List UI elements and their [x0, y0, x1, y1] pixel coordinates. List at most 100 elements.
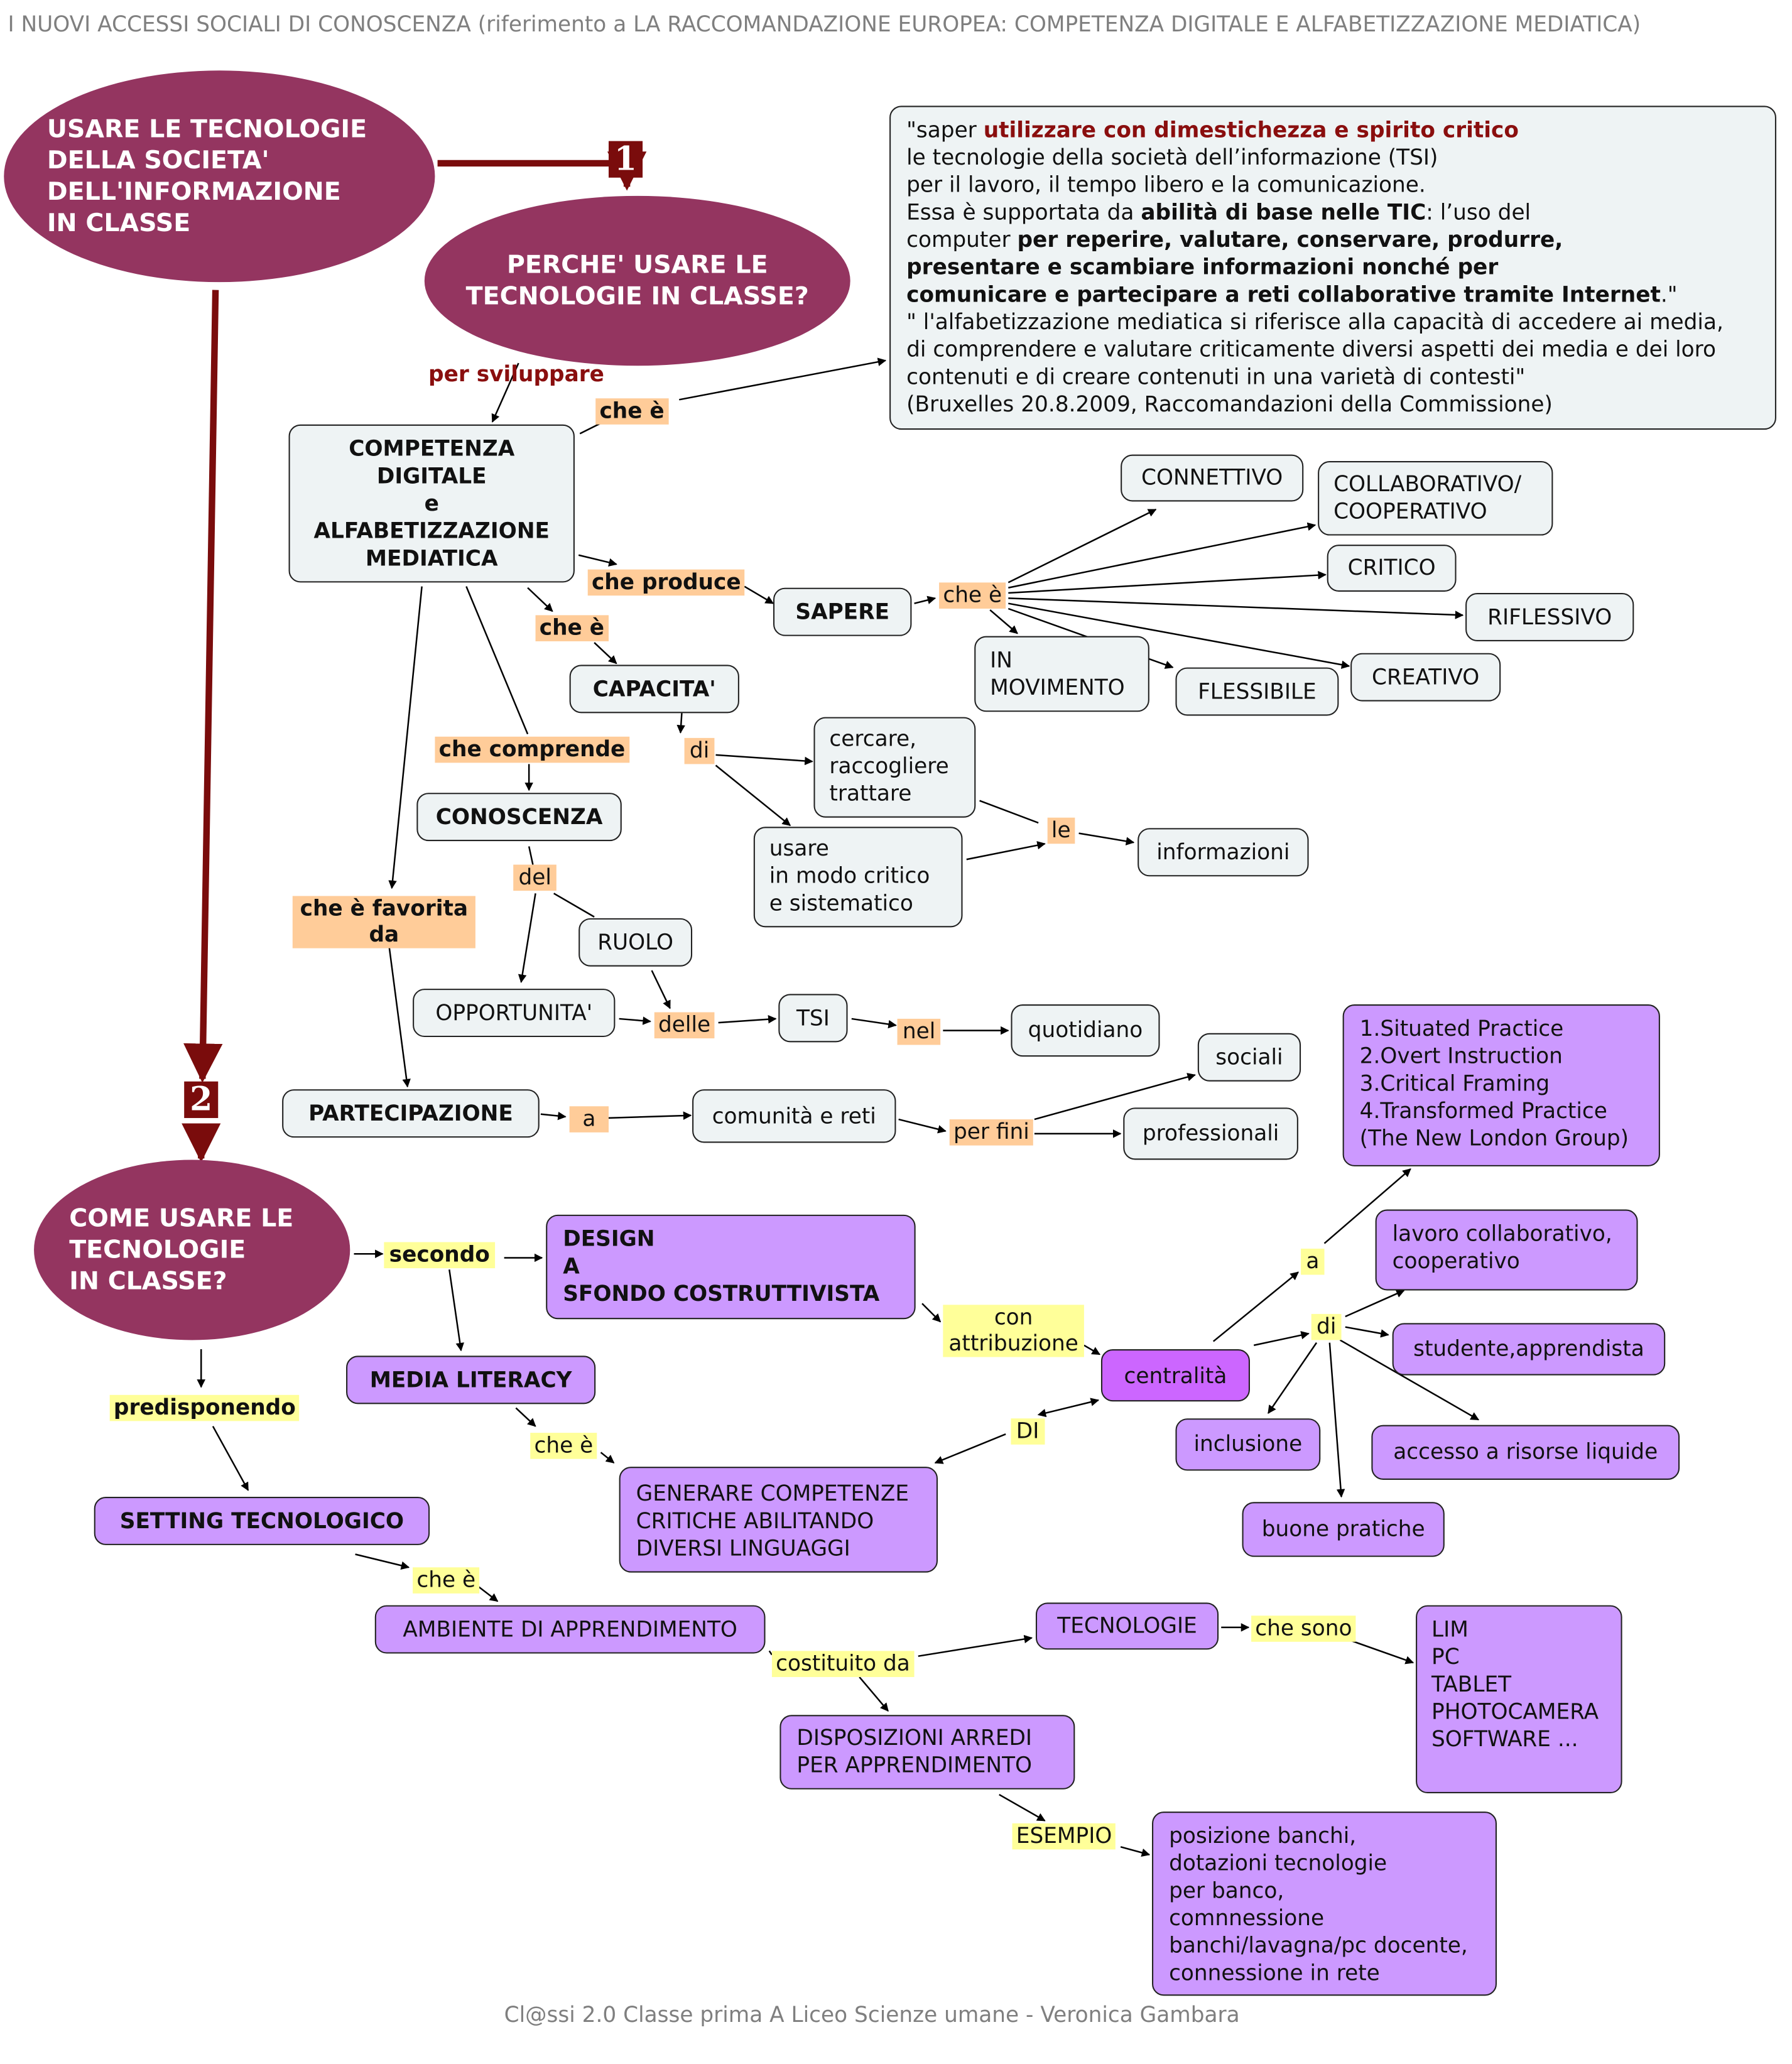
node-lim-pc-tablet[interactable]: LIM PC TABLET PHOTOCAMERA SOFTWARE ... [1416, 1605, 1622, 1794]
page-header: I NUOVI ACCESSI SOCIALI DI CONOSCENZA (r… [8, 11, 1641, 37]
node-studente-apprendista[interactable]: studente,apprendista [1392, 1323, 1666, 1376]
link-to-riflessivo [1008, 597, 1464, 619]
node-comunita-reti[interactable]: comunità e reti [692, 1089, 896, 1143]
link-opportunita-delle [619, 1016, 651, 1025]
link-esempio-posizione [1120, 1846, 1151, 1857]
link-del-ruolo [553, 893, 595, 918]
node-ruolo[interactable]: RUOLO [578, 918, 693, 967]
node-quotidiano[interactable]: quotidiano [1011, 1004, 1160, 1057]
label-con-attribuzione: con attribuzione [943, 1305, 1084, 1357]
link-predisponendo-setting [212, 1426, 249, 1491]
link-tsi-nel [851, 1018, 897, 1029]
node-buone-pratiche[interactable]: buone pratiche [1242, 1502, 1445, 1557]
node-opportunita[interactable]: OPPORTUNITA' [413, 989, 616, 1038]
link-che-e-capacita [594, 642, 617, 665]
quote-part-4: ." " l'alfabetizzazione mediatica si rif… [906, 282, 1724, 417]
label-a-centralita: a [1301, 1248, 1325, 1275]
link-competenza-che-e [579, 422, 602, 435]
why-question-ellipse[interactable]: PERCHE' USARE LE TECNOLOGIE IN CLASSE? [424, 195, 850, 366]
label-a-partecipazione: a [569, 1106, 609, 1132]
step-badge-2: 2 [184, 1081, 219, 1118]
node-informazioni[interactable]: informazioni [1138, 828, 1309, 877]
quote-part-1: "saper [906, 117, 984, 143]
node-ambiente-apprendimento[interactable]: AMBIENTE DI APPRENDIMENTO [374, 1605, 766, 1654]
node-generare-competenze[interactable]: GENERARE COMPETENZE CRITICHE ABILITANDO … [619, 1467, 938, 1573]
link-secondo-media [448, 1269, 464, 1352]
main-topic-ellipse[interactable]: USARE LE TECNOLOGIE DELLA SOCIETA' DELL'… [4, 70, 435, 283]
link-del-opportunita [518, 893, 536, 984]
node-accesso-risorse[interactable]: accesso a risorse liquide [1371, 1425, 1680, 1480]
node-riflessivo[interactable]: RIFLESSIVO [1465, 593, 1634, 641]
node-sociali[interactable]: sociali [1197, 1033, 1301, 1082]
link-di-centralita [1037, 1398, 1100, 1418]
label-di-capacita: di [684, 737, 715, 764]
node-in-movimento[interactable]: IN MOVIMENTO [974, 636, 1149, 712]
node-competenza-digitale[interactable]: COMPETENZA DIGITALE e ALFABETIZZAZIONE M… [288, 424, 575, 583]
link-to-critico [1008, 570, 1327, 594]
label-che-e-media: che è [530, 1433, 597, 1459]
node-connettivo[interactable]: CONNETTIVO [1121, 454, 1304, 502]
page-footer: Cl@ssi 2.0 Classe prima A Liceo Scienze … [504, 2002, 1240, 2028]
link-di-buone [1328, 1342, 1345, 1498]
node-tsi[interactable]: TSI [778, 994, 848, 1043]
link-con-attribuzione-centralita [1083, 1344, 1101, 1355]
link-competenza-che-produce [578, 554, 617, 567]
node-capacita[interactable]: CAPACITA' [569, 665, 739, 714]
label-che-e-quote: che è [595, 398, 668, 425]
link-competenza-che-e-2 [527, 587, 553, 612]
link-to-creativo [1008, 602, 1350, 669]
label-le: le [1047, 817, 1075, 844]
node-sapere[interactable]: SAPERE [773, 587, 912, 636]
node-cercare-raccogliere[interactable]: cercare, raccogliere trattare [813, 717, 976, 818]
node-new-london-group[interactable]: 1.Situated Practice 2.Overt Instruction … [1342, 1004, 1660, 1166]
node-centralita[interactable]: centralità [1100, 1349, 1250, 1402]
link-capacita-di [676, 713, 685, 734]
link-DI-generare [934, 1433, 1006, 1464]
link-a-london [1323, 1168, 1411, 1244]
node-disposizioni-arredi[interactable]: DISPOSIZIONI ARREDI PER APPRENDIMENTO [779, 1715, 1075, 1790]
link-competenza-favorita [388, 586, 423, 889]
node-tecnologie[interactable]: TECNOLOGIE [1035, 1602, 1219, 1650]
link-partecipazione-a [540, 1111, 567, 1121]
label-costituito-da: costituito da [771, 1651, 915, 1677]
link-di-inclusione [1268, 1342, 1318, 1415]
label-che-e-capacita: che è [535, 615, 609, 641]
link-di-cercare [715, 754, 813, 766]
main-link-vertical [183, 290, 223, 1083]
link-design-con-attribuzione [921, 1303, 942, 1323]
label-secondo: secondo [384, 1242, 496, 1269]
node-inclusione[interactable]: inclusione [1175, 1418, 1321, 1471]
link-che-e-generare [600, 1452, 615, 1464]
link-media-che-e [515, 1407, 536, 1427]
label-di-centralita: di [1311, 1313, 1342, 1340]
node-critico[interactable]: CRITICO [1327, 545, 1457, 592]
quote-part-2: le tecnologie della società dell’informa… [906, 144, 1438, 225]
how-question-ellipse[interactable]: COME USARE LE TECNOLOGIE IN CLASSE? [34, 1160, 350, 1340]
quote-bold-tic: abilità di base nelle TIC [1141, 200, 1426, 225]
quote-bold-internet: per reperire, valutare, conservare, prod… [906, 227, 1661, 307]
node-collaborativo[interactable]: COLLABORATIVO/ COOPERATIVO [1318, 461, 1553, 536]
node-creativo[interactable]: CREATIVO [1350, 653, 1501, 702]
node-conoscenza[interactable]: CONOSCENZA [416, 793, 622, 842]
label-delle: delle [654, 1012, 715, 1039]
label-che-e-favorita-da: che è favorita da [292, 896, 475, 948]
link-to-connettivo [1007, 508, 1157, 584]
link-disposizioni-esempio [999, 1794, 1046, 1822]
node-professionali[interactable]: professionali [1123, 1107, 1298, 1160]
link-to-collaborativo [1008, 522, 1317, 589]
label-che-e-sapere: che è [939, 582, 1006, 609]
label-nel: nel [897, 1018, 941, 1045]
node-flessibile[interactable]: FLESSIBILE [1175, 667, 1339, 716]
node-partecipazione[interactable]: PARTECIPAZIONE [282, 1089, 540, 1138]
node-media-literacy[interactable]: MEDIA LITERACY [346, 1355, 596, 1404]
link-perche-competenza [491, 362, 519, 423]
node-design-costruttivista[interactable]: DESIGN A SFONDO COSTRUTTIVISTA [546, 1214, 916, 1320]
link-sapere-che-e [914, 595, 937, 604]
node-posizione-banchi[interactable]: posizione banchi, dotazioni tecnologie p… [1152, 1811, 1497, 1996]
label-del: del [513, 864, 557, 891]
node-setting-tecnologico[interactable]: SETTING TECNOLOGICO [94, 1496, 430, 1545]
node-lavoro-collaborativo[interactable]: lavoro collaborativo, cooperativo [1375, 1209, 1638, 1291]
node-usare-critico[interactable]: usare in modo critico e sistematico [753, 827, 963, 928]
